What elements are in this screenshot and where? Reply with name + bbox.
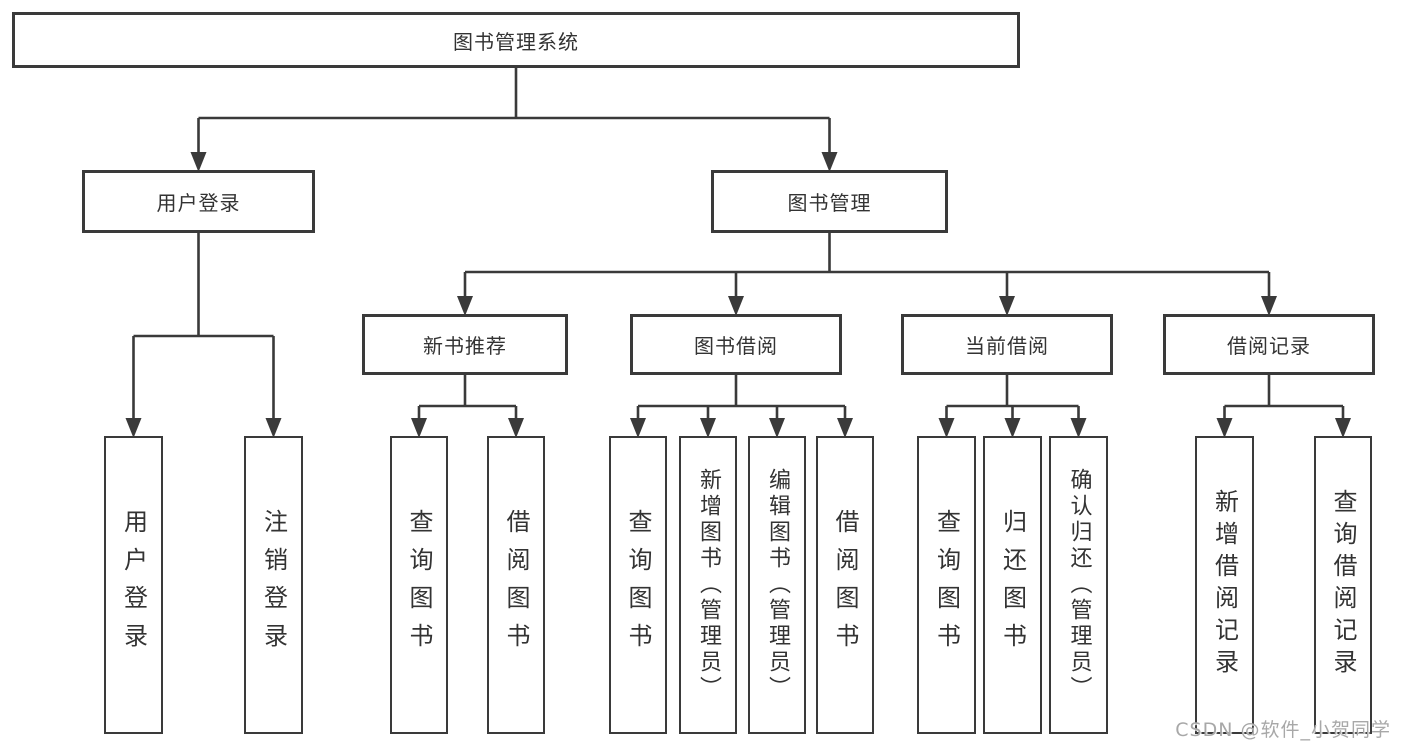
node-new-book-rec: 新书推荐: [362, 314, 568, 375]
node-cb-return: 归还图书: [983, 436, 1042, 734]
node-cb-confirm: 确认归还（管理员）: [1049, 436, 1108, 734]
node-label: 图书管理: [787, 191, 872, 215]
node-label: 当前借阅: [965, 334, 1049, 358]
node-book-borrow: 图书借阅: [630, 314, 842, 375]
node-label: 查询借阅记录: [1329, 489, 1357, 681]
node-nbr-borrow: 借阅图书: [487, 436, 545, 734]
node-nbr-query: 查询图书: [390, 436, 448, 734]
node-borrow-record: 借阅记录: [1163, 314, 1375, 375]
node-label: 用户登录: [119, 509, 148, 661]
node-br-query: 查询借阅记录: [1314, 436, 1372, 734]
watermark: CSDN @软件_小贺同学: [1175, 719, 1391, 741]
node-label: 新增图书（管理员）: [696, 468, 721, 702]
node-current-borrow: 当前借阅: [901, 314, 1113, 375]
node-ul-login: 用户登录: [104, 436, 163, 734]
node-book-mgmt: 图书管理: [711, 170, 948, 233]
node-label: 借阅记录: [1227, 334, 1311, 358]
node-label: 借阅图书: [502, 509, 530, 661]
node-br-add: 新增借阅记录: [1195, 436, 1254, 734]
node-label: 新增借阅记录: [1210, 489, 1239, 681]
node-label: 借阅图书: [831, 509, 859, 661]
node-label: 图书借阅: [694, 334, 778, 358]
node-root: 图书管理系统: [12, 12, 1020, 68]
node-bb-edit: 编辑图书（管理员）: [748, 436, 806, 734]
node-bb-add: 新增图书（管理员）: [679, 436, 737, 734]
node-bb-borrow: 借阅图书: [816, 436, 874, 734]
node-label: 归还图书: [998, 509, 1027, 661]
node-label: 确认归还（管理员）: [1066, 468, 1092, 702]
node-ul-logout: 注销登录: [244, 436, 303, 734]
node-label: 新书推荐: [423, 334, 507, 358]
node-label: 查询图书: [405, 509, 433, 661]
node-label: 编辑图书（管理员）: [765, 468, 790, 702]
node-label: 查询图书: [624, 509, 652, 661]
node-label: 图书管理系统: [453, 29, 579, 54]
node-label: 注销登录: [259, 509, 288, 661]
node-label: 用户登录: [156, 191, 241, 215]
node-bb-query: 查询图书: [609, 436, 667, 734]
node-cb-query: 查询图书: [917, 436, 976, 734]
node-user-login: 用户登录: [82, 170, 315, 233]
node-label: 查询图书: [932, 509, 961, 661]
